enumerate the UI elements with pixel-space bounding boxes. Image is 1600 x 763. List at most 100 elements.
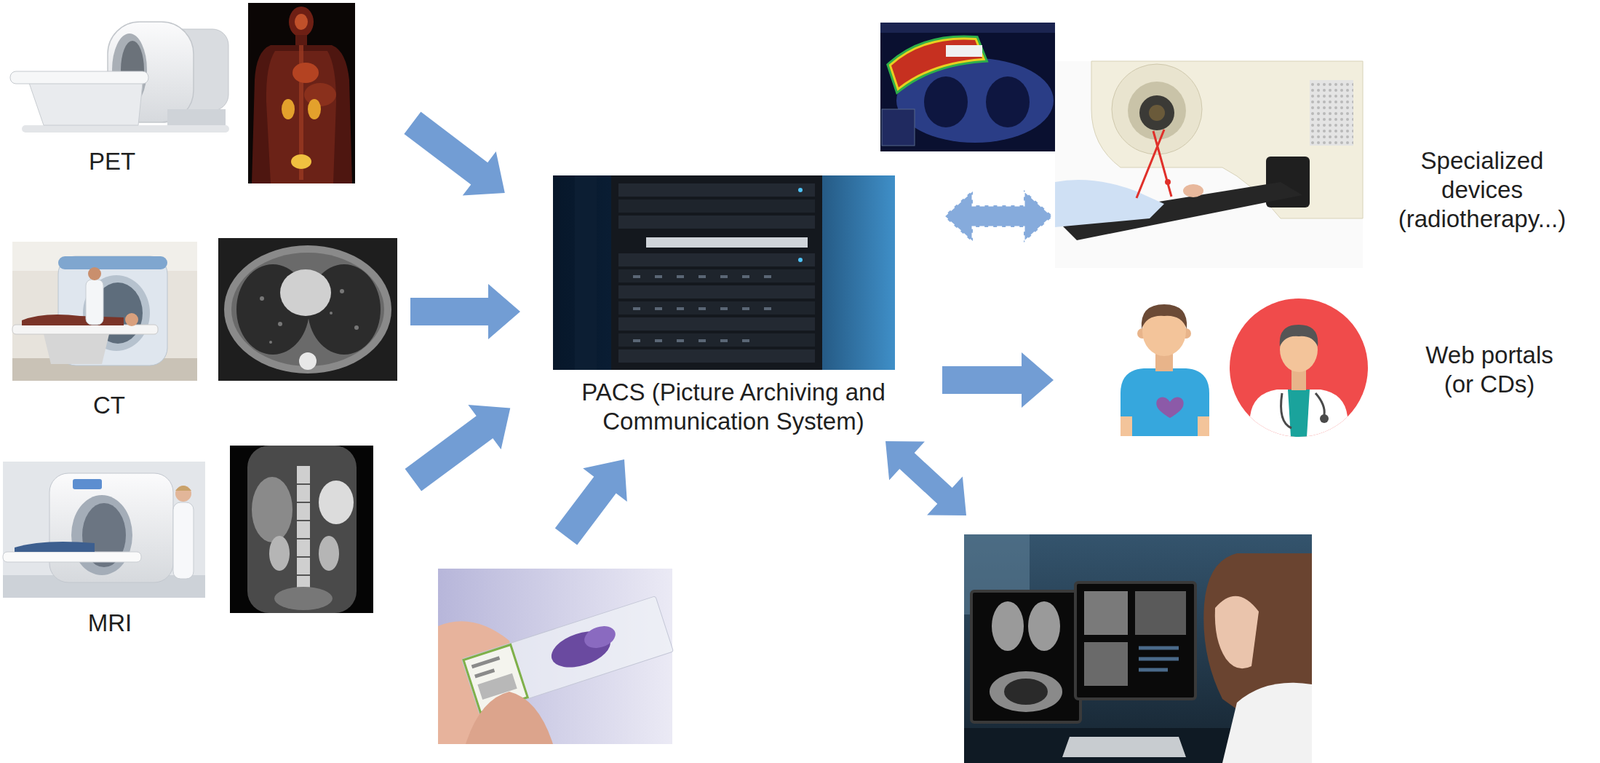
radiologist-photo-part xyxy=(971,590,1081,722)
radiotherapy-plan-image-part xyxy=(924,76,968,128)
modality-label: MRI xyxy=(88,608,133,638)
block-arrow xyxy=(405,404,511,491)
mri-scanner-photo-part xyxy=(2,461,206,598)
radiologist-photo-part xyxy=(1138,647,1179,670)
doctor-icon-part xyxy=(1279,324,1319,347)
ct-scanner-photo xyxy=(12,241,198,381)
pathology-slide-photo-part xyxy=(465,691,553,744)
device-label: Specialized devices (radiotherapy...) xyxy=(1382,146,1583,235)
patient-icon-part xyxy=(1197,416,1210,436)
mri-scan-image-part xyxy=(269,535,290,571)
pacs-server-photo-part xyxy=(611,175,823,370)
pacs-server-photo-part xyxy=(798,187,803,193)
radiotherapy-machine-photo-part xyxy=(1055,61,1363,268)
block-arrow xyxy=(942,352,1054,408)
pet-scan-image-part xyxy=(304,82,337,107)
device-node: Specialized devices (radiotherapy...) xyxy=(1055,61,1598,271)
pet-scanner-photo-part xyxy=(21,125,230,133)
pacs-node: PACS (Picture Archiving and Communicatio… xyxy=(547,171,920,440)
block-arrow xyxy=(555,440,967,545)
patient-icon-part xyxy=(1156,396,1184,418)
radiotherapy-plan-image-part xyxy=(891,39,983,88)
mri-scanner-photo-part xyxy=(14,541,95,552)
mri-scan-image-part xyxy=(318,535,340,571)
radiologist-photo-part xyxy=(1215,595,1259,669)
radiotherapy-machine-photo-part xyxy=(1148,104,1165,121)
pet-scan-image-part xyxy=(248,2,356,184)
modality-label: CT xyxy=(93,390,126,420)
ct-scan-image-part xyxy=(269,340,273,344)
radiotherapy-plan-image-part xyxy=(881,109,915,146)
modality-label: PET xyxy=(88,146,136,177)
radiotherapy-machine-photo-part xyxy=(1139,95,1175,131)
pet-scanner-photo xyxy=(10,21,230,133)
radiotherapy-machine-photo-part xyxy=(1183,184,1204,198)
radiotherapy-machine-photo-part xyxy=(1055,179,1165,228)
radiotherapy-plan-image-part xyxy=(891,39,983,88)
mri-scan-image-part xyxy=(229,445,374,613)
radiologist-photo-part xyxy=(1062,736,1186,757)
pathology-slide-photo-part-part xyxy=(474,667,495,678)
modality-node: PET xyxy=(7,2,358,190)
mri-scanner-photo-part xyxy=(2,551,142,562)
mri-scanner-photo-part xyxy=(71,494,133,575)
patient-icon-part xyxy=(1120,368,1210,436)
mri-scanner-photo-part xyxy=(173,502,194,579)
block-arrow-part xyxy=(555,459,628,545)
pet-scan-image-part xyxy=(291,154,312,169)
block-arrow xyxy=(403,112,505,196)
ct-scanner-photo-part xyxy=(43,333,110,364)
doctor-icon-part xyxy=(1250,389,1348,437)
mri-scanner-photo-part xyxy=(175,485,192,491)
radiotherapy-plan-image-part xyxy=(880,22,1056,152)
pacs-server-photo-part xyxy=(618,333,815,347)
pacs-server-photo-part xyxy=(618,269,815,283)
pet-scan-image-part xyxy=(251,45,353,184)
pet-scanner-photo-part xyxy=(29,82,143,126)
ct-scanner-photo-part xyxy=(21,314,124,326)
pacs-server-photo-part xyxy=(618,285,815,299)
block-arrow xyxy=(943,189,1053,243)
radiotherapy-plan-image-part xyxy=(985,76,1030,128)
pathology-slide-photo-part-part xyxy=(471,655,501,668)
pathology-slide-photo-part xyxy=(461,595,674,715)
doctor-icon-part-part xyxy=(1315,392,1325,415)
radiotherapy-machine-photo xyxy=(1055,61,1363,268)
radiotherapy-plan-image-part xyxy=(945,45,983,57)
radiotherapy-machine-photo-part xyxy=(1309,80,1354,146)
ct-scanner-photo-part xyxy=(125,312,139,326)
ct-scanner-photo-part xyxy=(12,241,198,271)
pacs-server-photo-part xyxy=(574,175,597,370)
radiologist-photo-part xyxy=(964,534,1312,763)
mri-scanner-photo-part xyxy=(49,472,174,583)
pacs-server-photo-part xyxy=(618,349,815,363)
pathology-slide-photo-part-part xyxy=(581,622,618,652)
pet-scan-image-part xyxy=(288,6,314,38)
ct-scan-image-part xyxy=(339,288,345,294)
pet-scan-image-part xyxy=(292,62,319,83)
doctor-icon-part-part xyxy=(1319,414,1329,423)
doctor-icon-part-part xyxy=(1287,389,1310,437)
pacs-server-photo-part xyxy=(618,253,815,267)
radiologist-photo-part xyxy=(1222,682,1312,763)
pacs-server-photo xyxy=(552,175,895,370)
radiotherapy-plan-image xyxy=(880,22,1056,152)
ct-scan-image xyxy=(218,237,398,381)
pacs-server-photo-part xyxy=(552,175,895,370)
radiotherapy-machine-photo-part xyxy=(1127,81,1186,140)
pet-scan-image-part xyxy=(295,34,308,46)
modality-node: MRI xyxy=(1,440,377,641)
pathology-slide-photo xyxy=(438,568,674,744)
pacs-server-photo-part xyxy=(618,199,815,213)
pet-scanner-photo-part xyxy=(167,109,226,126)
patient-icon-part xyxy=(1120,416,1133,436)
ct-scan-image-part xyxy=(277,321,283,326)
pacs-server-photo-part xyxy=(633,276,772,341)
radiologist-photo-part xyxy=(1075,582,1196,699)
ct-scan-image-part xyxy=(231,252,385,366)
ct-scanner-photo-part xyxy=(12,324,158,334)
pacs-server-photo-part xyxy=(618,183,815,197)
pathology-slide-photo-part-part xyxy=(461,595,674,715)
radiologist-photo-part xyxy=(1084,641,1128,686)
